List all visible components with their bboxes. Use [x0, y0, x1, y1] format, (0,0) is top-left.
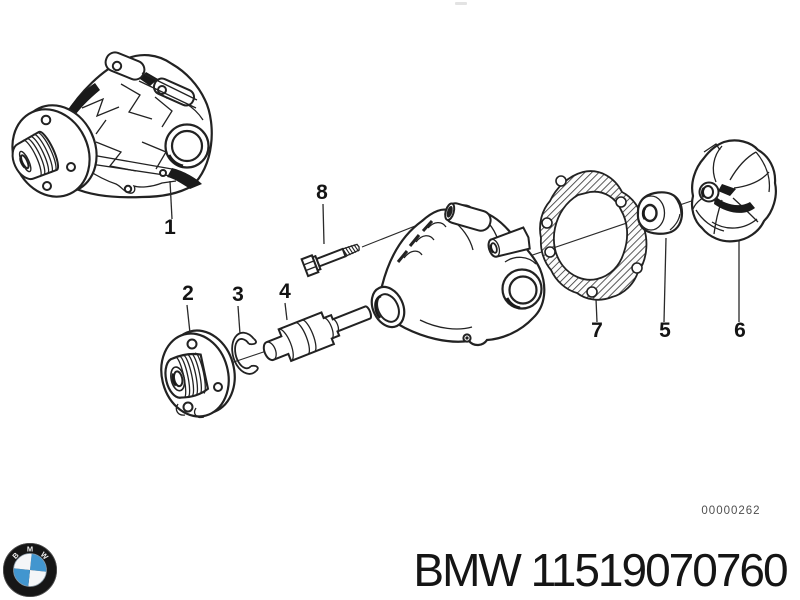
part-5-seal-bush: [636, 191, 684, 235]
callout-3: 3: [232, 283, 244, 306]
bmw-logo-quadrants: [13, 553, 47, 587]
scan-artifact: [455, 2, 467, 5]
callout-6: 6: [734, 319, 746, 342]
callout-leader-lines: [169, 180, 740, 335]
exploded-parts-diagram: 1 2 3 4 5 6 7 8 00000262: [11, 2, 777, 517]
part-4-bearing-shaft: [262, 305, 372, 363]
part-2-pulley-flange: [160, 329, 236, 419]
callout-2: 2: [182, 282, 194, 305]
callout-5: 5: [659, 319, 671, 342]
bmw-logo: B M W: [2, 542, 58, 598]
part-number-label: BMW 11519070760: [413, 544, 788, 596]
bmw-logo-letter-m: M: [27, 545, 33, 554]
part-7-gasket: [539, 170, 648, 301]
pump-housing-cover: [370, 202, 546, 347]
part-1-water-pump-assembly: [11, 51, 213, 199]
callout-1: 1: [164, 216, 176, 239]
callout-8: 8: [316, 181, 328, 204]
bmw-logo-letter-b: B: [11, 550, 22, 561]
part-3-snap-ring: [231, 331, 259, 375]
image-watermark-number: 00000262: [701, 505, 760, 517]
part-6-impeller: [690, 139, 777, 243]
callout-4: 4: [279, 280, 291, 303]
callout-7: 7: [591, 319, 603, 342]
